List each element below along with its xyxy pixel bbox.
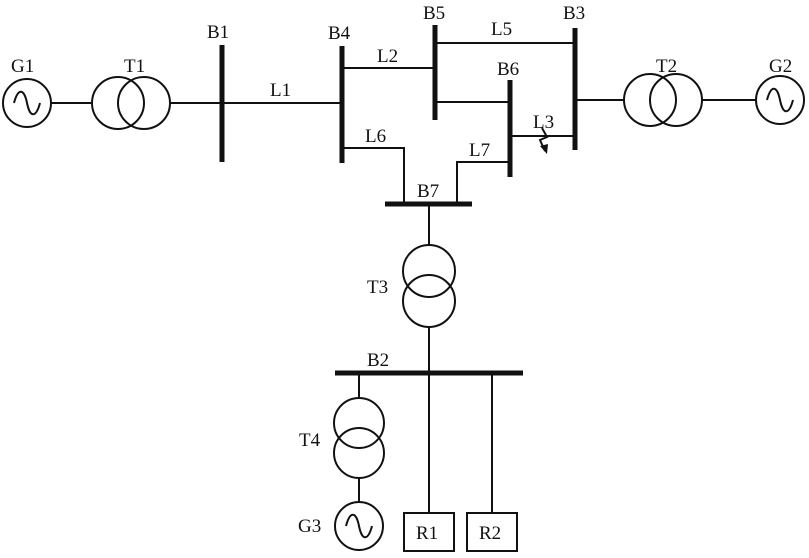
transformer-t4-label: T4	[299, 430, 321, 451]
bus-b7-label: B7	[417, 181, 439, 202]
generator-g1-sine-icon	[13, 90, 41, 116]
bus-b2-label: B2	[367, 350, 389, 371]
transformer-t4	[333, 397, 385, 479]
transformer-t2	[623, 73, 703, 127]
load-r2-box	[466, 512, 518, 552]
line-l7	[456, 161, 510, 204]
bus-b4-label: B4	[328, 23, 351, 44]
bus-b6-label: B6	[497, 59, 519, 80]
line-l3-label: L3	[533, 112, 554, 133]
generator-g3	[334, 501, 384, 551]
transformer-t2-label: T2	[656, 56, 677, 77]
load-r1-label: R1	[416, 523, 438, 544]
line-l7-label: L7	[469, 140, 490, 161]
transformer-t1	[91, 76, 171, 130]
generator-g2-sine-icon	[766, 87, 794, 113]
line-l1-label: L1	[270, 80, 291, 101]
bus-b3-label: B3	[563, 3, 585, 24]
bus-b5-label: B5	[423, 3, 445, 24]
generator-g3-sine-icon	[345, 513, 373, 539]
line-l6	[342, 147, 405, 204]
transformer-t4-winding-top	[333, 397, 385, 449]
generator-g2-label: G2	[769, 56, 792, 77]
transformer-t3-winding-top	[402, 244, 456, 298]
load-r1-box	[403, 512, 455, 552]
load-r2-label: R2	[479, 523, 501, 544]
transformer-t3	[402, 244, 456, 328]
generator-g3-label: G3	[298, 516, 321, 537]
transformer-t1-label: T1	[124, 56, 145, 77]
bus-b1-label: B1	[207, 22, 229, 43]
line-l5-label: L5	[491, 19, 512, 40]
generator-g2	[755, 75, 805, 125]
generator-g1	[2, 78, 52, 128]
transformer-t3-label: T3	[367, 277, 388, 298]
line-l6-label: L6	[365, 126, 386, 147]
fault-arrowhead-icon	[540, 144, 548, 154]
generator-g1-label: G1	[11, 56, 34, 77]
line-l2-label: L2	[377, 46, 398, 67]
